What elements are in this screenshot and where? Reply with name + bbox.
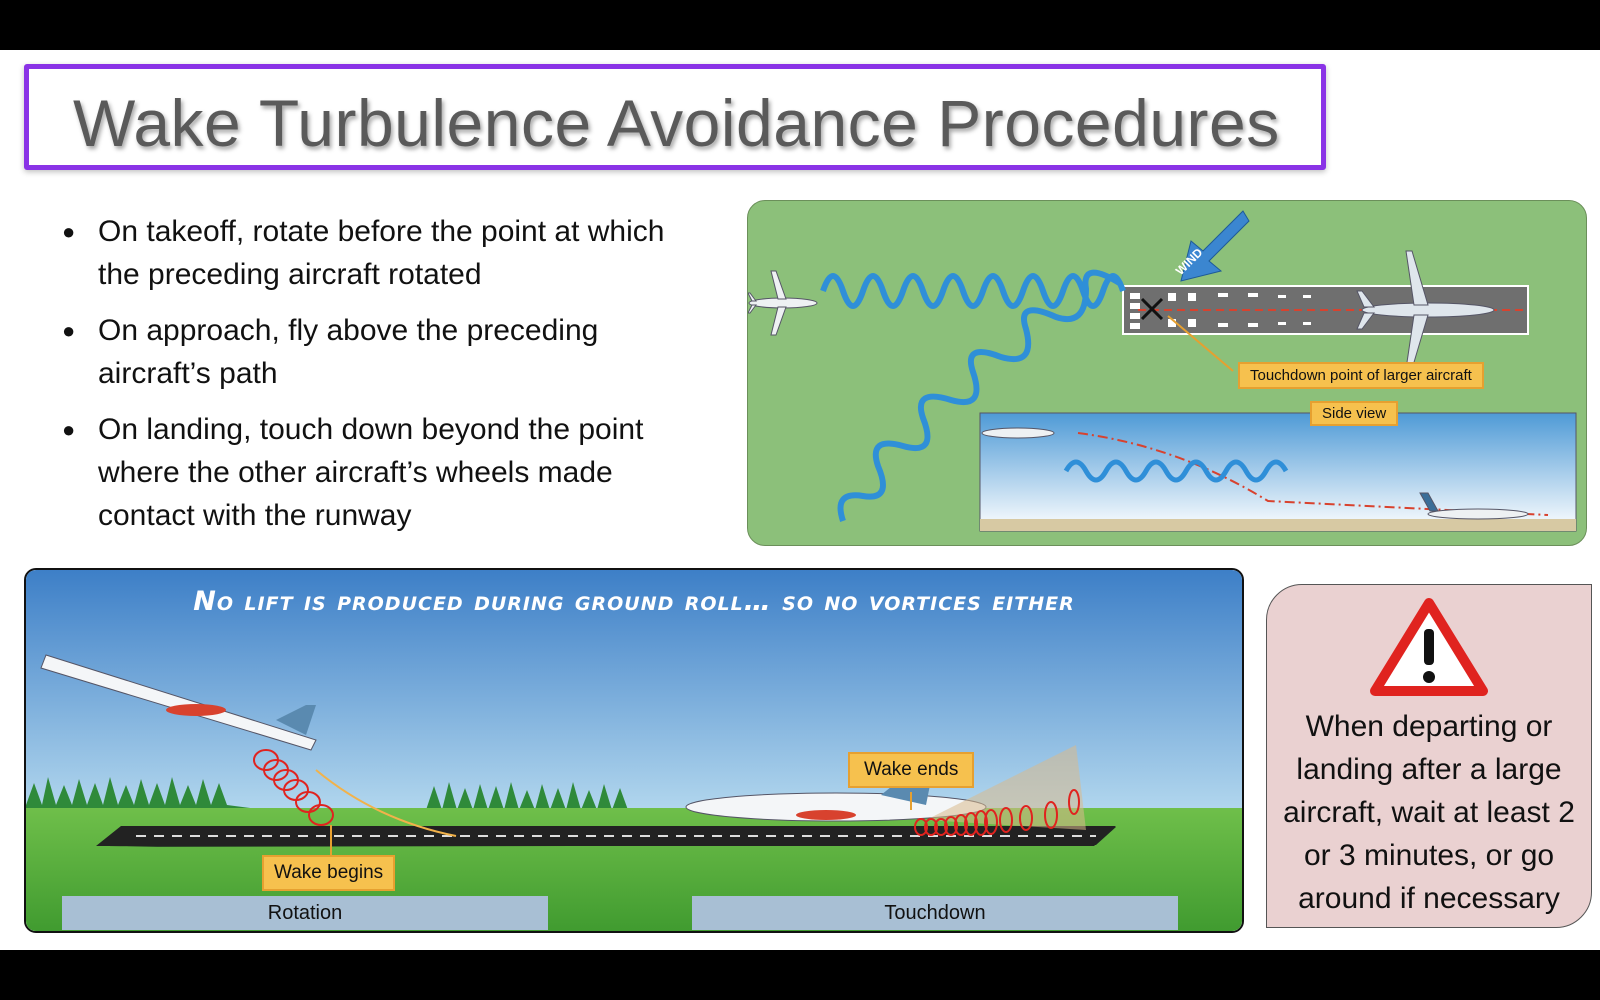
rotating-aircraft-icon	[40, 654, 317, 751]
bullet-item: ● On approach, fly above the preceding ai…	[50, 309, 690, 395]
phase-rotation: Rotation	[62, 896, 548, 930]
runway-diagram-art: WIND	[748, 210, 1577, 532]
bullet-list: ● On takeoff, rotate before the point at …	[50, 210, 690, 550]
phase-touchdown: Touchdown	[692, 896, 1178, 930]
warning-text: When departing or landing after a large …	[1283, 710, 1575, 915]
title-box: Wake Turbulence Avoidance Procedures	[24, 64, 1326, 170]
bullet-dot-icon: ●	[62, 318, 76, 343]
wind-arrow-icon	[1180, 210, 1250, 282]
leader-line	[1167, 315, 1234, 372]
bullet-text: On takeoff, rotate before the point at w…	[98, 215, 665, 291]
side-view-panel	[979, 412, 1577, 532]
wake-ends-label: Wake ends	[848, 752, 975, 788]
small-aircraft-icon	[748, 270, 818, 336]
bullet-item: ● On landing, touch down beyond the point…	[50, 408, 690, 537]
wake-vortex-upper	[820, 273, 1126, 309]
bullet-dot-icon: ●	[62, 219, 76, 244]
touchdown-vortex	[914, 789, 1080, 836]
ground-roll-panel: No lift is produced during ground roll… …	[24, 568, 1244, 933]
touchdown-x-icon	[1140, 297, 1164, 321]
ground-roll-art	[26, 570, 1242, 931]
runway-diagram: WIND Touchdown point of larger aircraft …	[747, 200, 1587, 546]
slide-title: Wake Turbulence Avoidance Procedures	[73, 86, 1280, 160]
wake-vortex-lower	[837, 269, 1123, 522]
bullet-text: On approach, fly above the preceding air…	[98, 314, 599, 390]
ground-roll-caption: No lift is produced during ground roll… …	[193, 586, 1075, 617]
bullet-text: On landing, touch down beyond the point …	[98, 413, 644, 532]
warning-triangle-icon	[1370, 598, 1488, 696]
wake-begins-label: Wake begins	[262, 855, 396, 891]
tree-line	[26, 777, 726, 815]
warning-box: When departing or landing after a large …	[1266, 584, 1592, 928]
rotation-vortex	[253, 749, 334, 826]
slide: Wake Turbulence Avoidance Procedures ● On…	[0, 50, 1600, 950]
side-view-label: Side view	[1310, 401, 1399, 426]
large-aircraft-icon	[1356, 250, 1495, 370]
bullet-dot-icon: ●	[62, 417, 76, 442]
touchdown-label: Touchdown point of larger aircraft	[1238, 362, 1484, 389]
bullet-item: ● On takeoff, rotate before the point at …	[50, 210, 690, 296]
